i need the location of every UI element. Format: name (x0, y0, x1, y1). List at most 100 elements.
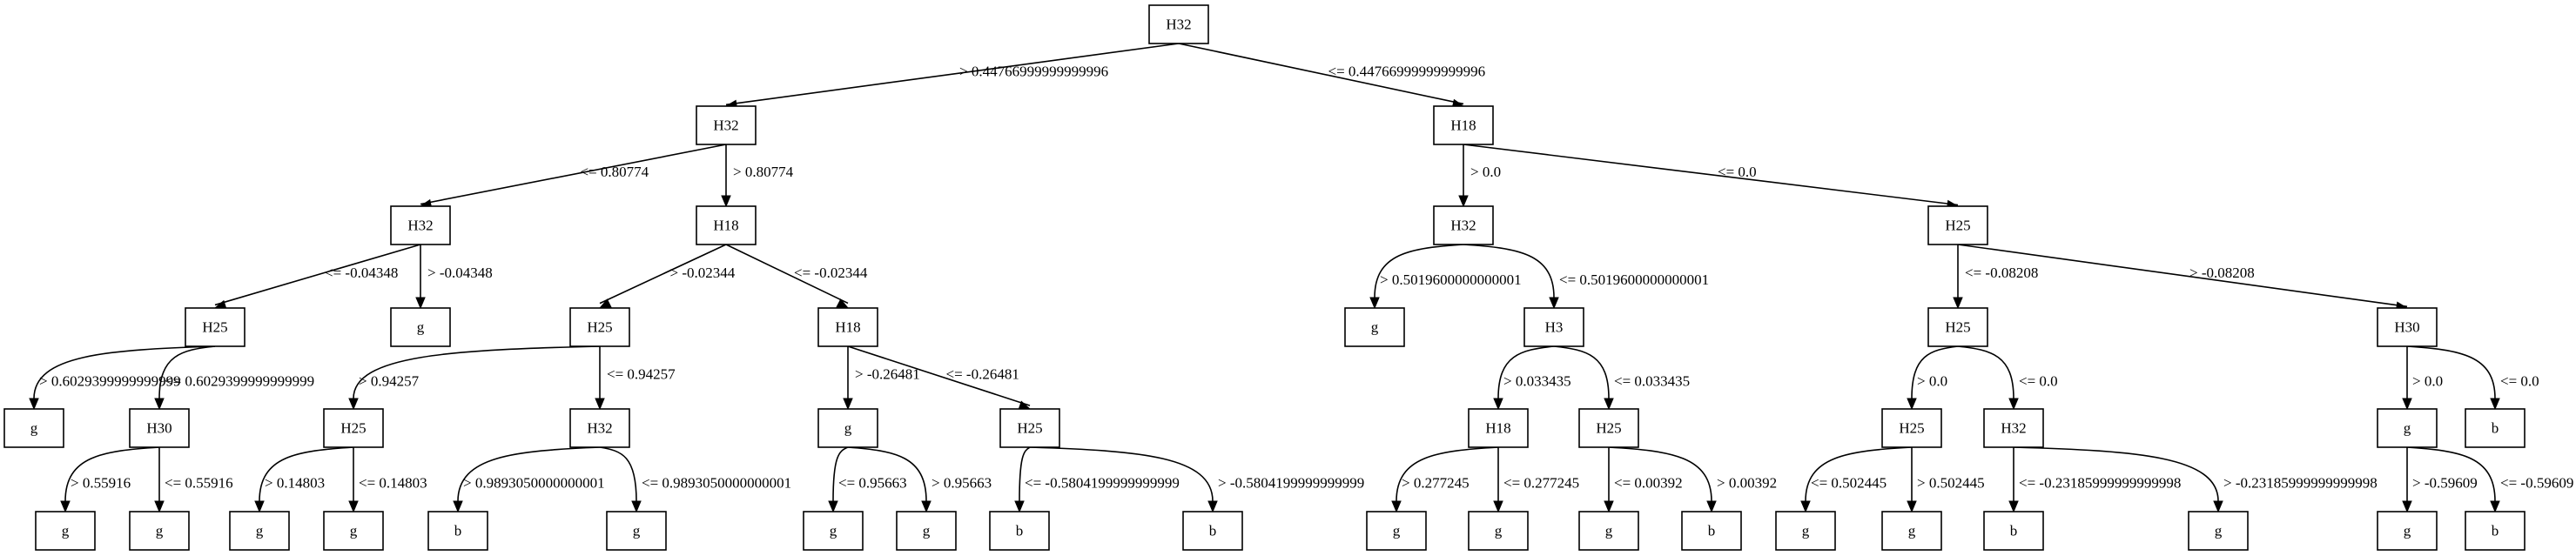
edge-label: <= -0.26481 (946, 366, 1019, 383)
node-label: g (30, 420, 38, 437)
node-label: H25 (1899, 420, 1924, 437)
node-box (185, 307, 245, 347)
tree-edge: <= 0.44766999999999996 (1178, 43, 1485, 109)
leaf-node: g (1468, 511, 1529, 551)
node-label: H18 (713, 218, 738, 234)
edge-line (33, 345, 216, 399)
edge-label: > 0.0 (1470, 164, 1501, 180)
edge-line (158, 345, 216, 399)
edge-label: <= 0.14803 (359, 475, 427, 492)
leaf-node: b (427, 511, 488, 551)
node-box (999, 408, 1060, 448)
edge-line (832, 446, 849, 502)
edge-arrowhead (836, 298, 850, 309)
edge-label: > 0.14803 (265, 475, 325, 492)
edge-arrowhead (1907, 500, 1917, 513)
tree-edge: <= -0.26481 (847, 345, 1032, 411)
edge-line (1178, 43, 1464, 105)
tree-edge: <= -0.02344 (725, 244, 868, 309)
edge-label: > 0.033435 (1503, 373, 1571, 390)
tree-edge: <= -0.23185999999999998 (2008, 447, 2181, 513)
edge-line (1957, 345, 2014, 399)
split-node: H25 (1927, 205, 1988, 245)
tree-edge: > 0.0 (1907, 345, 1959, 411)
edge-label: <= -0.59609 (2500, 475, 2573, 492)
edge-line (2406, 446, 2496, 502)
tree-edge: > -0.5804199999999999 (1029, 446, 1364, 513)
edge-arrowhead (1207, 500, 1218, 513)
node-label: g (1908, 523, 1916, 539)
node-box (569, 307, 630, 347)
node-label: H32 (2001, 420, 2026, 437)
edge-arrowhead (1953, 297, 1963, 310)
node-box (1881, 408, 1942, 448)
split-node: H25 (1578, 408, 1639, 448)
node-box (1881, 511, 1942, 551)
node-box (1927, 205, 1988, 245)
edge-line (847, 446, 927, 502)
node-label: g (633, 523, 641, 539)
edge-line (457, 446, 601, 502)
edge-arrowhead (1800, 500, 1811, 513)
edge-line (1019, 446, 1031, 502)
edge-label: > 0.502445 (1917, 475, 1985, 492)
split-node: H18 (1433, 105, 1494, 145)
leaf-node: g (606, 511, 667, 551)
edge-label: <= 0.0 (2019, 373, 2058, 390)
tree-edge: > -0.02344 (598, 244, 736, 309)
tree-edge: <= 0.0 (2406, 345, 2539, 411)
split-node: H32 (569, 408, 630, 448)
node-label: b (1016, 523, 1024, 539)
edge-label: > 0.9893050000000001 (463, 475, 605, 492)
tree-edge: > 0.00392 (1608, 446, 1777, 513)
edge-line (1805, 446, 1913, 502)
split-node: H32 (1983, 408, 2044, 448)
tree-edge: <= 0.80774 (419, 144, 727, 210)
leaf-node: g (3, 408, 64, 448)
node-label: H25 (587, 319, 612, 336)
tree-edge: <= -0.04348 (213, 244, 421, 310)
node-box (390, 307, 451, 347)
tree-edge: > 0.14803 (254, 446, 354, 513)
edge-label: <= 0.277245 (1503, 475, 1579, 492)
node-box (569, 408, 630, 448)
edge-line (1029, 446, 1214, 502)
edge-label: <= 0.9893050000000001 (642, 475, 791, 492)
leaf-node: g (1881, 511, 1942, 551)
edge-arrowhead (1493, 398, 1503, 411)
edge-arrowhead (1604, 500, 1614, 513)
edge-arrowhead (29, 398, 39, 411)
edge-label: > 0.55916 (71, 475, 131, 492)
node-label: H25 (340, 420, 366, 437)
leaf-node: b (2465, 511, 2526, 551)
tree-edge: > 0.0 (2402, 346, 2443, 411)
edge-label: <= 0.502445 (1811, 475, 1887, 492)
edge-line (420, 144, 727, 205)
node-label: g (1802, 523, 1810, 539)
node-box (129, 408, 190, 448)
tree-edge: <= 0.6029399999999999 (154, 345, 314, 411)
node-box (3, 408, 64, 448)
tree-edge: > -0.04348 (415, 245, 493, 310)
edge-arrowhead (2008, 500, 2019, 513)
tree-edge: <= 0.9893050000000001 (599, 446, 791, 513)
node-label: H32 (713, 117, 738, 134)
node-box (1182, 511, 1243, 551)
node-box (1681, 511, 1742, 551)
edge-line (1374, 244, 1464, 298)
tree-edge: <= 0.95663 (828, 446, 907, 513)
node-label: H25 (202, 319, 227, 336)
leaf-node: g (1344, 307, 1405, 347)
node-label: H32 (1450, 218, 1476, 234)
edge-line (725, 43, 1180, 106)
node-box (696, 105, 757, 145)
edge-arrowhead (1391, 500, 1402, 513)
edge-label: > -0.59609 (2412, 475, 2478, 492)
edge-arrowhead (1458, 195, 1469, 208)
edge-arrowhead (631, 500, 642, 513)
node-box (390, 205, 451, 245)
split-node: H32 (390, 205, 451, 245)
tree-edge: > 0.0 (1458, 144, 1501, 208)
node-label: H32 (407, 218, 433, 234)
